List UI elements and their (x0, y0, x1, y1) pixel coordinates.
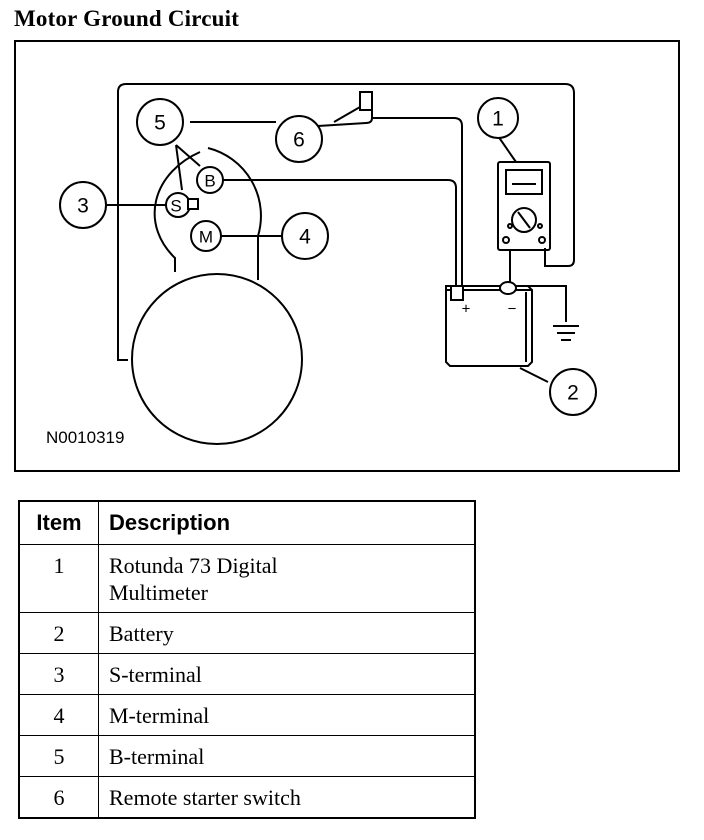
legend-item-description: M-terminal (98, 694, 476, 736)
legend-header-item: Item (18, 500, 99, 545)
ground-symbol (553, 325, 579, 341)
starter-motor-body (131, 273, 303, 445)
remote-switch-leads (317, 106, 373, 127)
callout-1-leader (497, 135, 517, 163)
table-row: 6 Remote starter switch (18, 776, 476, 819)
callout-6-circle (275, 115, 323, 163)
solenoid-housing (153, 147, 262, 280)
table-row: 3 S-terminal (18, 653, 476, 695)
legend-header-row: Item Description (18, 500, 476, 545)
b-terminal-circle (196, 166, 224, 194)
legend-item-number: 4 (18, 694, 99, 736)
callout-4-circle (281, 212, 329, 260)
legend-item-description: Battery (98, 612, 476, 654)
table-row: 4 M-terminal (18, 694, 476, 736)
battery-positive-post (450, 285, 464, 301)
callout-3-label: 3 (77, 195, 89, 218)
remote-switch-wire-right (372, 117, 463, 286)
legend-item-number: 5 (18, 735, 99, 777)
legend-header-description: Description (98, 500, 476, 545)
callout-5-circle (136, 98, 184, 146)
m-terminal-letter: M (199, 228, 213, 247)
legend-item-number: 3 (18, 653, 99, 695)
multimeter-dial (511, 207, 537, 233)
s-terminal-letter: S (170, 197, 181, 216)
ground-lead-wire (117, 83, 575, 361)
multimeter-body (497, 161, 551, 251)
battery-positive-sign: + (462, 301, 471, 318)
s-terminal-stud (187, 198, 199, 210)
wiring-diagram: 1 2 3 4 5 6 B S M + − N0010319 (46, 83, 597, 447)
legend-item-description: S-terminal (98, 653, 476, 695)
legend-item-description: B-terminal (98, 735, 476, 777)
remote-starter-switch (359, 91, 373, 111)
m-terminal-circle (190, 220, 222, 252)
table-row: 1 Rotunda 73 Digital Multimeter (18, 544, 476, 613)
table-row: 2 Battery (18, 612, 476, 654)
legend-item-number: 2 (18, 612, 99, 654)
callout-3-circle (59, 181, 107, 229)
multimeter-jack-2 (538, 236, 546, 244)
callout-1-label: 1 (492, 108, 504, 131)
multimeter-jack-1 (502, 236, 510, 244)
table-row: 5 B-terminal (18, 735, 476, 777)
multimeter-jack-3 (507, 223, 513, 229)
callout-2-label: 2 (567, 382, 579, 405)
b-terminal-letter: B (204, 172, 215, 191)
ground-wire (516, 285, 567, 322)
callout-6-label: 6 (293, 129, 305, 152)
callout-5-label: 5 (154, 112, 166, 135)
multimeter-jack-4 (537, 223, 543, 229)
b-terminal-battery-wire (221, 179, 457, 288)
multimeter-dial-pointer (517, 211, 531, 229)
multimeter-display (505, 169, 543, 195)
legend-item-description: Remote starter switch (98, 776, 476, 819)
figure-reference-code: N0010319 (46, 428, 124, 447)
callout-5-leader (175, 144, 201, 191)
legend-item-number: 6 (18, 776, 99, 819)
legend-item-description: Rotunda 73 Digital Multimeter (98, 544, 476, 613)
callout-4-label: 4 (299, 226, 311, 249)
page-title: Motor Ground Circuit (14, 6, 240, 31)
callout-2-circle (549, 368, 597, 416)
legend-item-number: 1 (18, 544, 99, 613)
callout-1-circle (477, 97, 519, 139)
legend-table: Item Description 1 Rotunda 73 Digital Mu… (18, 500, 476, 819)
diagram-frame (14, 40, 680, 472)
callout-2-leader (519, 367, 549, 383)
battery-negative-sign: − (508, 301, 517, 318)
battery-negative-post (499, 281, 517, 295)
